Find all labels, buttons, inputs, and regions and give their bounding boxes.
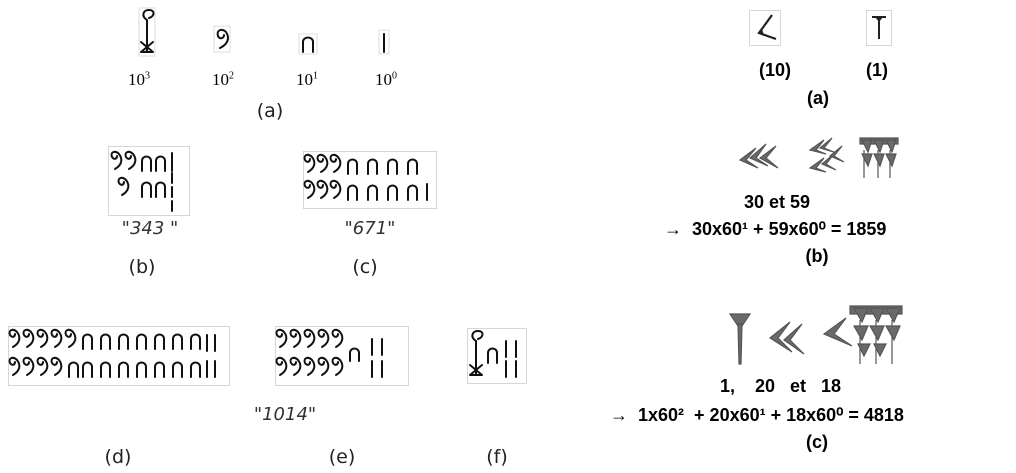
power-base: 10	[128, 70, 145, 89]
power-base: 10	[296, 70, 313, 89]
babylonian-label-c: (c)	[806, 432, 828, 452]
example-b-formula: → 30x60¹ + 59x60⁰ = 1859	[664, 219, 887, 239]
numeral-1014-mixed-image	[275, 326, 409, 386]
babylonian-label-a: (a)	[807, 88, 829, 108]
egyptian-label-e: (e)	[328, 446, 356, 468]
coil-glyph	[213, 25, 231, 53]
coil-row-bottom	[8, 356, 216, 378]
power-exp: 2	[229, 70, 234, 82]
power-10-0: 100	[375, 70, 397, 90]
cuneiform-50	[808, 137, 845, 173]
caption-343: "343 "	[121, 218, 179, 239]
lotus-glyph	[138, 7, 156, 57]
stroke-glyph	[378, 29, 390, 55]
numeral-671-image	[303, 151, 437, 209]
cuneiform-one-sign	[866, 10, 892, 46]
power-10-1: 101	[296, 70, 318, 90]
example-b-numbers: 30 et 59	[744, 192, 811, 212]
one-sign-value: (1)	[866, 60, 888, 80]
numeral-1014-lotus-image	[467, 328, 527, 384]
heel-glyph	[298, 33, 318, 55]
example-c-numbers: 1, 20 et 18	[720, 376, 842, 396]
egyptian-label-c: (c)	[352, 256, 378, 278]
power-10-2: 102	[212, 70, 234, 90]
cuneiform-30	[738, 143, 779, 169]
ten-sign-value: (10)	[758, 60, 791, 80]
cuneiform-20	[768, 321, 805, 355]
cuneiform-ten-sign	[749, 10, 781, 46]
cuneiform-9	[859, 137, 899, 178]
power-exp: 0	[392, 70, 397, 82]
cuneiform-1	[728, 313, 752, 365]
power-exp: 3	[145, 70, 150, 82]
egyptian-label-f: (f)	[486, 446, 508, 468]
numeral-343-image	[108, 146, 190, 216]
power-exp: 1	[313, 70, 318, 82]
cuneiform-18	[822, 305, 903, 364]
example-c-formula: → 1x60² + 20x60¹ + 18x60⁰ = 4818	[610, 405, 904, 425]
egyptian-label-a: (a)	[256, 100, 284, 122]
coil-row-top	[8, 328, 216, 352]
numeral-1014-long-image	[8, 326, 230, 386]
power-base: 10	[212, 70, 229, 89]
power-base: 10	[375, 70, 392, 89]
egyptian-label-d: (d)	[104, 446, 132, 468]
caption-1014: "1014"	[253, 404, 317, 425]
egyptian-label-b: (b)	[128, 256, 156, 278]
caption-671: "671"	[344, 218, 396, 239]
power-10-3: 103	[128, 70, 150, 90]
babylonian-label-b: (b)	[805, 246, 829, 266]
